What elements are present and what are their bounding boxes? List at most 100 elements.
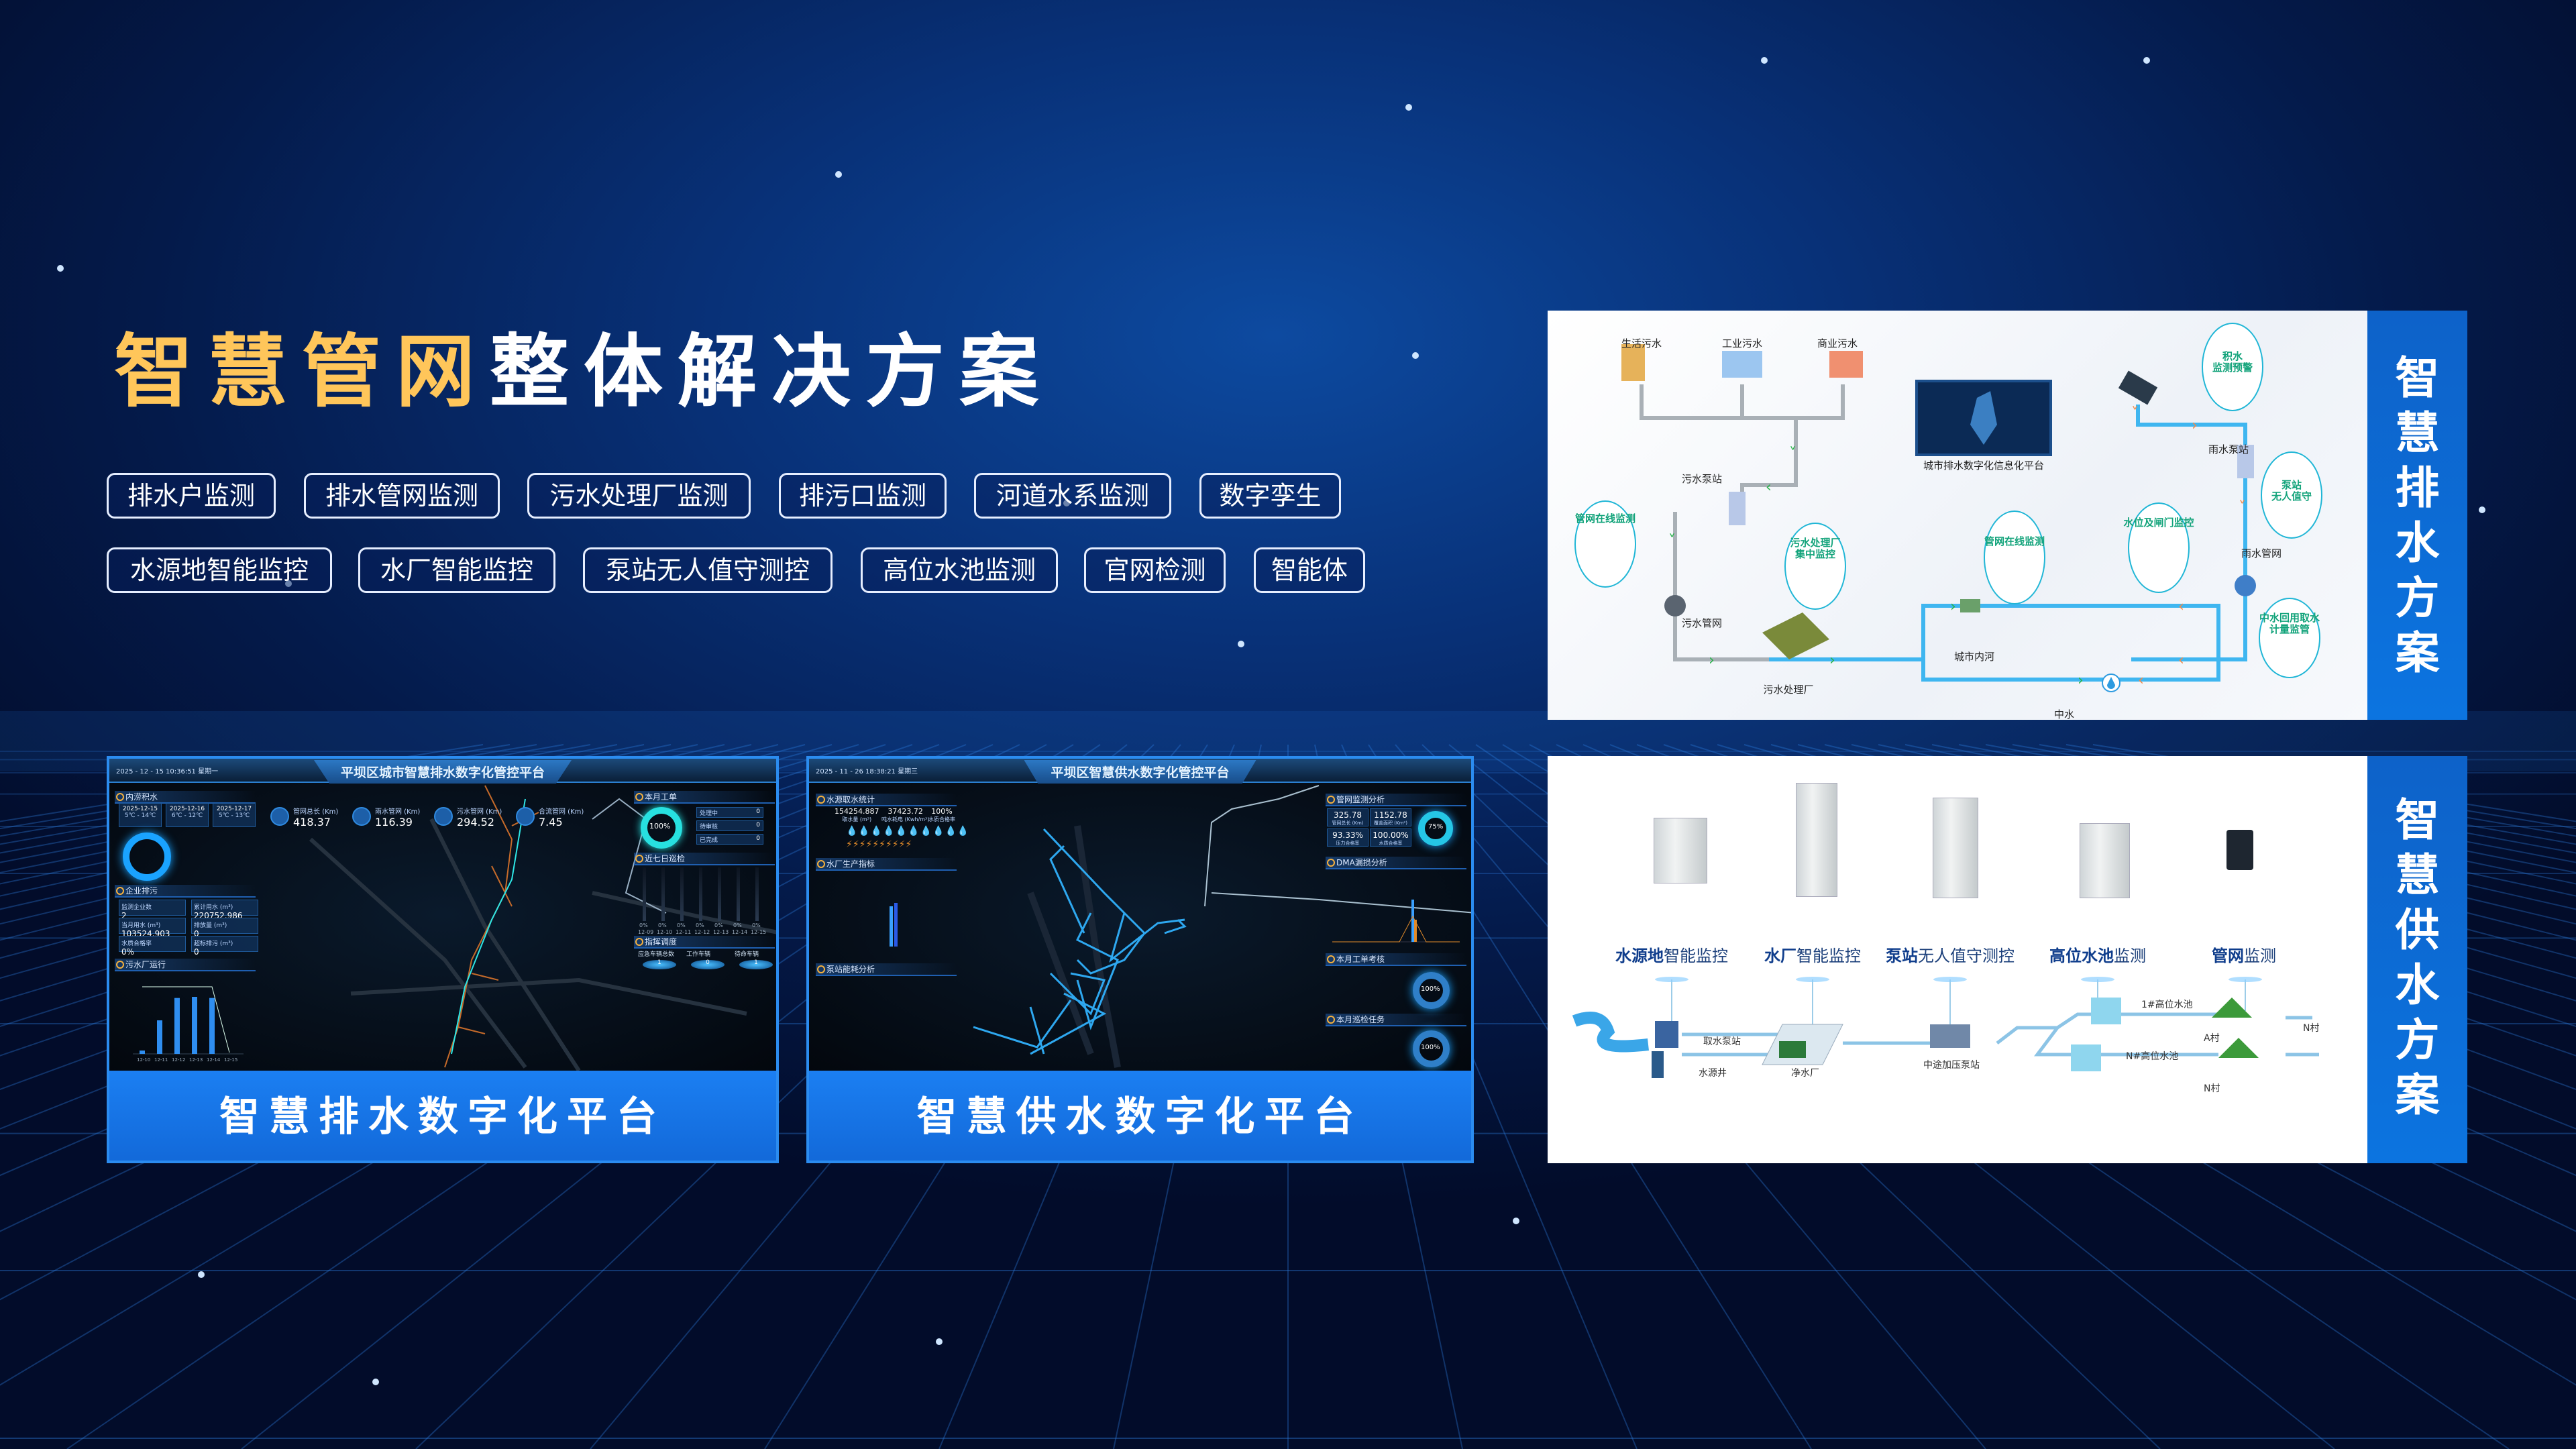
callout-label: 中水回用取水计量监管: [2259, 612, 2320, 635]
diagram-label: 污水处理厂: [1763, 684, 1814, 696]
drainage-plan-title: 智慧排水方案: [2395, 352, 2440, 679]
feature-tag[interactable]: 高位水池监测: [861, 547, 1058, 593]
feature-tag[interactable]: 水厂智能监控: [358, 547, 555, 593]
equipment-label-bold: 管网: [2212, 947, 2244, 965]
diagram-label: N村: [2204, 1083, 2220, 1094]
feature-tag[interactable]: 官网检测: [1084, 547, 1226, 593]
feature-tag[interactable]: 水源地智能监控: [107, 547, 332, 593]
supply-platform-card[interactable]: 2025 - 11 - 26 18:38:21 星期三 平坝区智慧供水数字化管控…: [806, 756, 1474, 1163]
stat-value: 116.39: [375, 816, 413, 828]
stat-value: 325.78: [1334, 810, 1362, 820]
stat-value: 2: [121, 911, 127, 920]
callout-label: 污水处理厂集中监控: [1790, 537, 1841, 560]
equipment-label-bold: 水源地: [1615, 947, 1664, 965]
diagram-label: 净水厂: [1791, 1068, 1819, 1079]
stat-icon: [352, 807, 371, 826]
drainage-plan-side: 智慧排水方案: [2367, 311, 2467, 720]
svg-text:˅: ˅: [1789, 445, 1796, 462]
stat-value: 100%: [931, 807, 953, 816]
network-stat: 93.33%压力合格率: [1327, 828, 1368, 847]
stat-label: 超标排污 (m³): [194, 941, 233, 947]
feature-tag[interactable]: 排污口监测: [779, 473, 947, 519]
dispatch-label: 待命车辆: [735, 951, 759, 958]
feature-tag[interactable]: 排水户监测: [107, 473, 276, 519]
equipment-label: 水厂智能监控: [1764, 943, 1861, 966]
diagram-label: 雨水管网: [2241, 547, 2282, 559]
network-stat: 100.00%水质合格率: [1370, 828, 1411, 847]
svg-text:›: ›: [1709, 652, 1715, 669]
svg-text:›: ›: [2078, 672, 2084, 689]
section-workorders: 本月工单: [634, 791, 775, 804]
svg-text:›: ›: [1829, 652, 1835, 669]
callout-plant-monitor: [1784, 523, 1846, 610]
stat-icon: [270, 807, 289, 826]
drainage-dashboard-screenshot: 2025 - 12 - 15 10:36:51 星期一 平坝区城市智慧排水数字化…: [109, 759, 776, 1071]
supply-dash-header: 2025 - 11 - 26 18:38:21 星期三 平坝区智慧供水数字化管控…: [809, 759, 1471, 784]
svg-text:›: ›: [1950, 598, 1956, 615]
plant-bar: [209, 998, 215, 1054]
callout-pipe-monitor-right: [2259, 598, 2320, 678]
enterprise-stat: 超标排污 (m³)0: [191, 936, 258, 957]
weather-date: 2025-12-16: [169, 806, 205, 812]
feature-tag[interactable]: 数字孪生: [1199, 473, 1341, 519]
stat-value: 93.33%: [1332, 830, 1363, 840]
equipment-label-rest: 智能监控: [1796, 947, 1861, 965]
section-orders: 本月工单考核: [1326, 953, 1466, 966]
plant-bar: [157, 1020, 162, 1054]
svg-text:‹: ‹: [2138, 672, 2144, 689]
plant-tick: 12-12: [172, 1057, 185, 1063]
stat-label: 水质合格率: [928, 816, 955, 822]
plant-tick: 12-10: [137, 1057, 150, 1063]
svg-text:‹: ‹: [1766, 479, 1772, 496]
feature-tag[interactable]: 智能体: [1254, 547, 1365, 593]
weather-date: 2025-12-17: [216, 806, 252, 812]
feature-tag[interactable]: 河道水系监测: [974, 473, 1171, 519]
inspection-pct: 0%: [752, 922, 761, 928]
workorder-label: 已完成: [700, 837, 718, 844]
feature-tag[interactable]: 污水处理厂监测: [527, 473, 751, 519]
diagram-label: 商业污水: [1817, 337, 1858, 350]
drainage-platform-card[interactable]: 2025 - 12 - 15 10:36:51 星期一 平坝区城市智慧排水数字化…: [107, 756, 779, 1163]
diagram-label: 中途加压泵站: [1923, 1060, 1980, 1071]
inspection-pct: 0%: [639, 922, 648, 928]
inspection-bar: [737, 867, 740, 921]
section-patrol: 本月巡检任务: [1326, 1014, 1466, 1026]
equipment-label-rest: 无人值守测控: [1918, 947, 2015, 965]
inspection-pct: 0%: [677, 922, 686, 928]
source-stat: 100%水质合格率: [928, 807, 955, 823]
diagram-label: 污水管网: [1681, 617, 1723, 629]
stat-label: 排放量 (m³): [194, 922, 227, 929]
callout-pipe-monitor-left: [1574, 500, 1636, 588]
feature-tag[interactable]: 排水管网监测: [304, 473, 500, 519]
inspection-pct: 0%: [733, 922, 742, 928]
workorder-rate: 100%: [649, 822, 671, 830]
diagram-label: 雨水泵站: [2208, 443, 2249, 455]
weather-temp: 5℃ - 14℃: [124, 812, 156, 819]
enterprise-stat: 当月用水 (m³)103524.903: [119, 918, 186, 938]
pipe-stat: 污水管网 (Km)294.52: [434, 806, 502, 828]
plant-tick: 12-14: [207, 1057, 221, 1063]
datetime: 2025 - 12 - 15 10:36:51 星期一: [116, 768, 219, 775]
pipe-stat: 管网总长 (Km)418.37: [270, 806, 338, 828]
section-enterprise: 企业排污: [115, 885, 256, 898]
stat-label: 管网总长 (Km): [293, 808, 339, 816]
supply-platform-label: 智慧供水数字化平台: [809, 1071, 1471, 1161]
stat-label: 累计用水 (m³): [194, 904, 233, 911]
dispatch-disc: 0: [691, 960, 724, 969]
plant-tick: 12-15: [224, 1057, 237, 1063]
stat-value: 154254.887: [835, 807, 879, 816]
callout-label: 水位及闸门监控: [2123, 517, 2194, 529]
inspection-bar: [643, 867, 646, 921]
stat-label: 压力合格率: [1336, 841, 1360, 846]
svg-text:˅: ˅: [1668, 533, 1676, 549]
stat-value: 0: [194, 929, 199, 938]
pipe-monitor-image: [2226, 830, 2253, 870]
inspection-bar: [661, 867, 665, 921]
source-cabinet-image: [1654, 818, 1707, 883]
supply-dashboard-screenshot: 2025 - 11 - 26 18:38:21 星期三 平坝区智慧供水数字化管控…: [809, 759, 1471, 1071]
stat-value: 418.37: [293, 816, 331, 828]
feature-tag[interactable]: 泵站无人值守测控: [583, 547, 833, 593]
